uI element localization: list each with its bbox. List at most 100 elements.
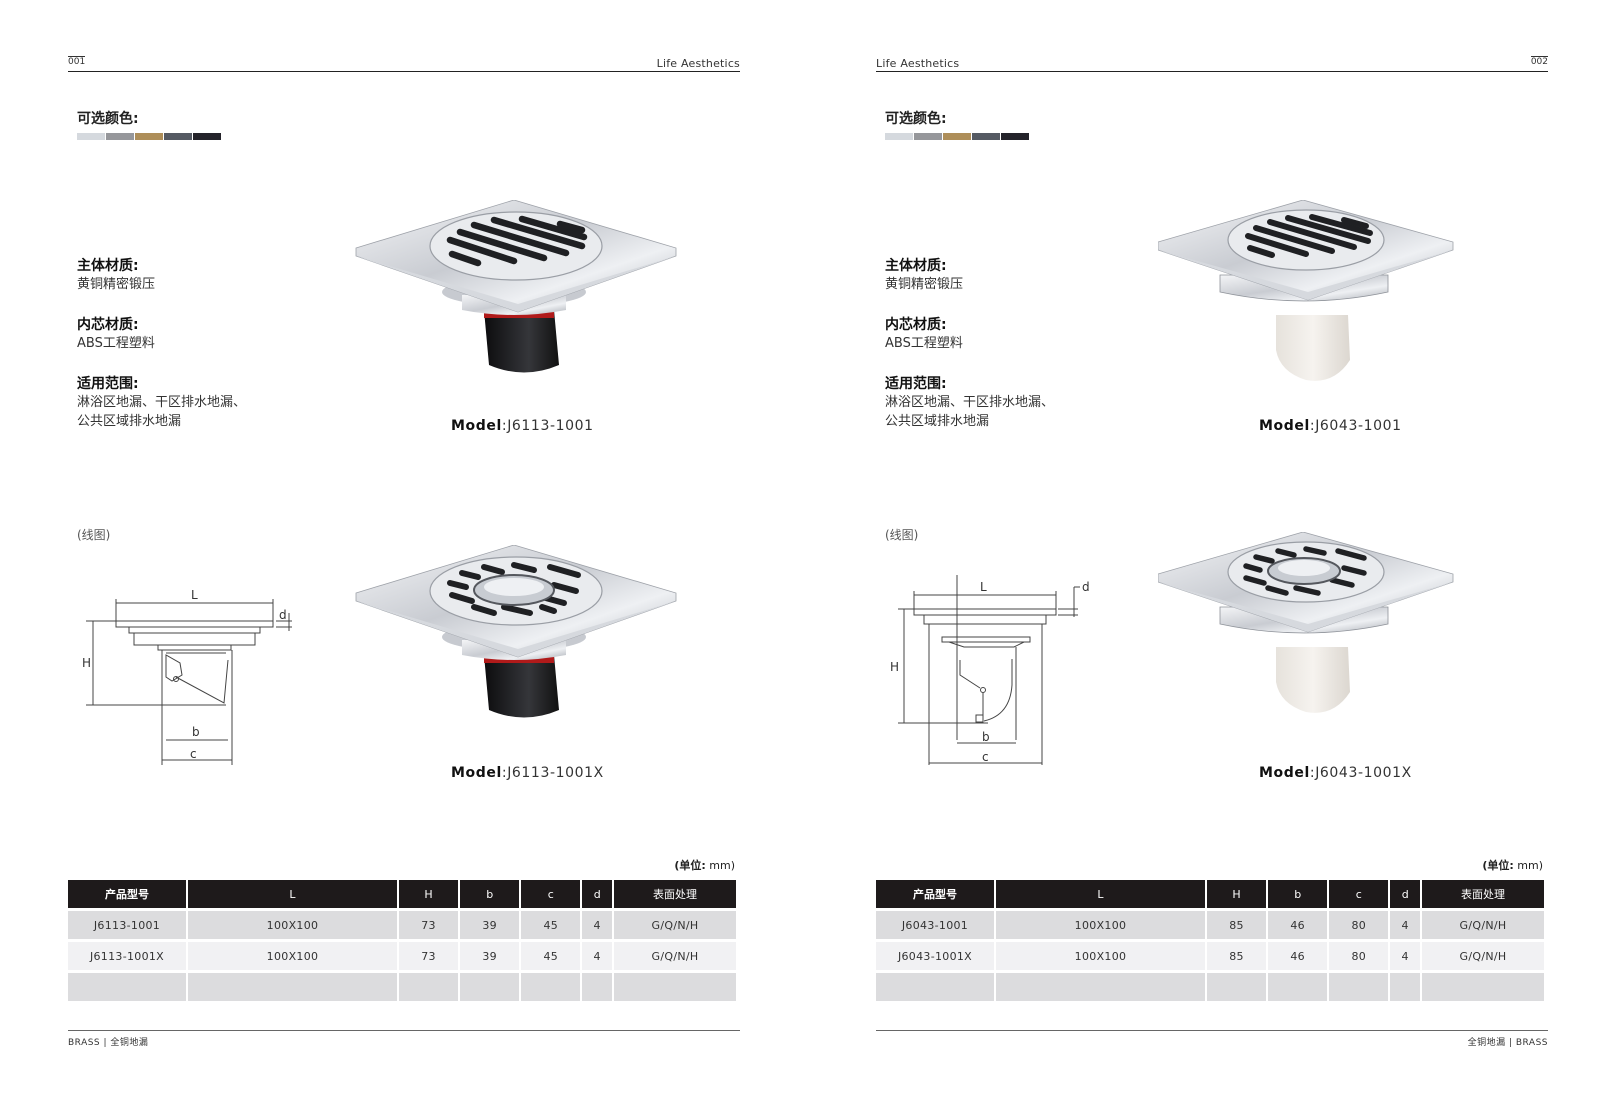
- page-number: 002: [1530, 56, 1548, 67]
- spec-label: 内芯材质:: [885, 317, 947, 333]
- spec-core-material: 内芯材质: ABS工程塑料: [885, 316, 963, 354]
- cell-c: 80: [1329, 942, 1389, 970]
- cell-finish: G/Q/N/H: [614, 942, 736, 970]
- dim-H: H: [890, 660, 899, 674]
- unit-prefix: (单位:: [674, 859, 706, 872]
- col-header-finish: 表面处理: [1422, 880, 1544, 908]
- cell-H: 85: [1207, 911, 1267, 939]
- col-header-finish: 表面处理: [614, 880, 736, 908]
- cell-d: 4: [1390, 942, 1420, 970]
- spec-label: 主体材质:: [885, 258, 947, 274]
- color-swatch-gold: [943, 133, 971, 140]
- spec-value: 黄铜精密锻压: [77, 277, 156, 292]
- page-header: 001 Life Aesthetics: [68, 52, 740, 72]
- table-row: J6043-1001X 100X100 85 46 80 4 G/Q/N/H: [876, 942, 1544, 970]
- color-swatch-gold: [135, 133, 163, 140]
- cell-L: 100X100: [996, 911, 1205, 939]
- col-header-c: c: [521, 880, 581, 908]
- dim-L: L: [191, 588, 198, 602]
- col-header-L: L: [996, 880, 1205, 908]
- cell-b: 46: [1268, 942, 1328, 970]
- cell-c: 45: [521, 911, 581, 939]
- technical-drawing: L H b c d: [82, 588, 292, 765]
- spec-label: 内芯材质:: [77, 317, 139, 333]
- table-row: J6043-1001 100X100 85 46 80 4 G/Q/N/H: [876, 911, 1544, 939]
- catalog-page-left: 001 Life Aesthetics 可选颜色: 主体材质: 黄铜精密锻压 内…: [68, 0, 740, 1100]
- col-header-b: b: [460, 880, 520, 908]
- dim-L: L: [980, 580, 987, 594]
- footer-rule: [876, 1030, 1548, 1031]
- color-swatch-silver: [77, 133, 105, 140]
- spec-body-material: 主体材质: 黄铜精密锻压: [77, 257, 155, 295]
- cell-model: J6043-1001: [876, 911, 994, 939]
- color-options-label: 可选颜色:: [77, 111, 139, 127]
- cell-b: 46: [1268, 911, 1328, 939]
- cell-empty: [1207, 973, 1267, 1001]
- color-swatch-gray: [106, 133, 134, 140]
- color-swatch-gray: [914, 133, 942, 140]
- spec-value: ABS工程塑料: [77, 336, 155, 351]
- col-header-model: 产品型号: [68, 880, 186, 908]
- col-header-L: L: [188, 880, 397, 908]
- cell-finish: G/Q/N/H: [614, 911, 736, 939]
- dim-d: d: [1082, 580, 1090, 594]
- product-image-drain-white-trap-x: [1158, 532, 1454, 713]
- color-swatches: [885, 133, 1030, 140]
- page-number: 001: [68, 56, 86, 67]
- dim-c: c: [190, 747, 197, 761]
- cell-H: 73: [399, 942, 459, 970]
- cell-empty: [996, 973, 1205, 1001]
- spec-scope: 适用范围: 淋浴区地漏、干区排水地漏、 公共区域排水地漏: [885, 375, 1054, 431]
- col-header-model: 产品型号: [876, 880, 994, 908]
- unit-prefix: (单位:: [1482, 859, 1514, 872]
- cell-empty: [1390, 973, 1420, 1001]
- model-label-2: Model:J6113-1001X: [451, 765, 604, 781]
- cell-L: 100X100: [996, 942, 1205, 970]
- spec-table: 产品型号 L H b c d 表面处理 J6113-1001 100X100 7…: [66, 877, 738, 1004]
- cell-finish: G/Q/N/H: [1422, 942, 1544, 970]
- table-row: J6113-1001X 100X100 73 39 45 4 G/Q/N/H: [68, 942, 736, 970]
- model-number: :J6043-1001X: [1309, 765, 1412, 781]
- spec-value: 公共区域排水地漏: [77, 414, 182, 429]
- cell-model: J6113-1001: [68, 911, 186, 939]
- dim-b: b: [192, 725, 200, 739]
- drawing-label: (线图): [77, 528, 111, 542]
- spec-value: 淋浴区地漏、干区排水地漏、: [885, 395, 1055, 410]
- page-header: Life Aesthetics 002: [876, 52, 1548, 72]
- model-number: :J6043-1001: [1309, 418, 1402, 434]
- cell-empty: [1329, 973, 1389, 1001]
- spec-scope: 适用范围: 淋浴区地漏、干区排水地漏、 公共区域排水地漏: [77, 375, 246, 431]
- cell-H: 73: [399, 911, 459, 939]
- model-number: :J6113-1001X: [501, 765, 604, 781]
- col-header-c: c: [1329, 880, 1389, 908]
- footer-text: BRASS | 全铜地漏: [68, 1038, 149, 1048]
- col-header-d: d: [1390, 880, 1420, 908]
- cell-empty: [68, 973, 186, 1001]
- model-label-2: Model:J6043-1001X: [1259, 765, 1412, 781]
- cell-b: 39: [460, 911, 520, 939]
- spec-label: 主体材质:: [77, 258, 139, 274]
- spec-label: 适用范围:: [885, 376, 947, 392]
- dim-d: d: [279, 608, 287, 622]
- unit-note: (单位: mm): [1482, 857, 1543, 873]
- cell-empty: [582, 973, 612, 1001]
- model-prefix: Model: [451, 765, 502, 781]
- model-prefix: Model: [1259, 765, 1310, 781]
- model-label-1: Model:J6043-1001: [1259, 418, 1402, 434]
- spec-label: 适用范围:: [77, 376, 139, 392]
- spec-value: 黄铜精密锻压: [885, 277, 964, 292]
- color-swatch-gunmetal: [164, 133, 192, 140]
- cell-empty: [521, 973, 581, 1001]
- cell-empty: [614, 973, 736, 1001]
- color-swatch-silver: [885, 133, 913, 140]
- color-options-label: 可选颜色:: [885, 111, 947, 127]
- cell-c: 45: [521, 942, 581, 970]
- header-title: Life Aesthetics: [876, 57, 960, 70]
- cell-model: J6043-1001X: [876, 942, 994, 970]
- drawing-label: (线图): [885, 528, 919, 542]
- spec-body-material: 主体材质: 黄铜精密锻压: [885, 257, 963, 295]
- cell-b: 39: [460, 942, 520, 970]
- footer-text: 全铜地漏 | BRASS: [1467, 1038, 1548, 1048]
- color-swatches: [77, 133, 222, 140]
- cell-empty: [1422, 973, 1544, 1001]
